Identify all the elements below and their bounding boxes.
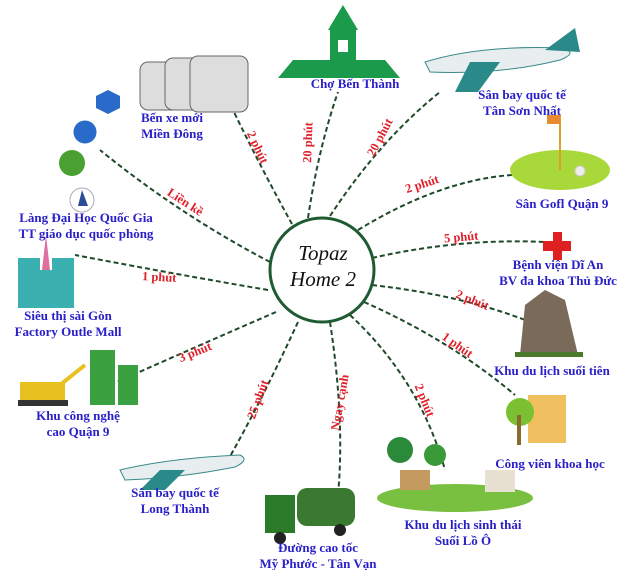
- stone-temple-icon: [515, 290, 583, 357]
- project-title: Topaz Home 2: [270, 240, 376, 292]
- line-factory: [74, 254, 269, 291]
- golf-course-icon: [510, 115, 610, 190]
- line-tan-son-nhat: [329, 91, 441, 217]
- line-cho-ben-thanh: [307, 91, 339, 219]
- excavator-icon: [18, 350, 138, 406]
- line-long-thanh: [227, 321, 299, 461]
- line-suoi-tien: [371, 284, 526, 321]
- line-cong-nghe: [109, 311, 277, 386]
- label-golf: Sân Gofl Quận 9: [515, 196, 609, 211]
- project-title-line1: Topaz: [298, 241, 348, 265]
- line-golf: [357, 174, 513, 231]
- market-gate-icon: [278, 5, 400, 78]
- time-factory: 1 phút: [141, 269, 177, 285]
- airplane-icon-long-thanh: [119, 454, 245, 490]
- label-cho-ben-thanh: Chợ Bến Thành: [310, 76, 400, 91]
- university-logos-icon: [59, 90, 120, 213]
- line-cong-vien: [363, 301, 516, 396]
- truck-icon: [265, 488, 355, 544]
- park-building-icon: [506, 395, 566, 445]
- time-hospital: 5 phút: [443, 228, 479, 246]
- line-lang-dai-hoc: [99, 149, 271, 263]
- cathedral-icon: [18, 235, 74, 308]
- airplane-icon-tsn: [424, 28, 580, 92]
- bus-icon: [139, 55, 249, 113]
- project-title-line2: Home 2: [290, 267, 356, 291]
- time-cho-ben-thanh: 20 phút: [300, 121, 316, 164]
- line-hospital: [371, 240, 546, 259]
- red-cross-icon: [543, 232, 571, 260]
- center-circle: [268, 216, 376, 324]
- line-ben-xe: [231, 107, 293, 225]
- label-suoi-tien: Khu du lịch suối tiên: [494, 363, 610, 378]
- eco-resort-icon: [377, 437, 533, 512]
- line-cao-toc: [329, 321, 342, 496]
- label-cong-vien: Công viên khoa học: [495, 456, 605, 471]
